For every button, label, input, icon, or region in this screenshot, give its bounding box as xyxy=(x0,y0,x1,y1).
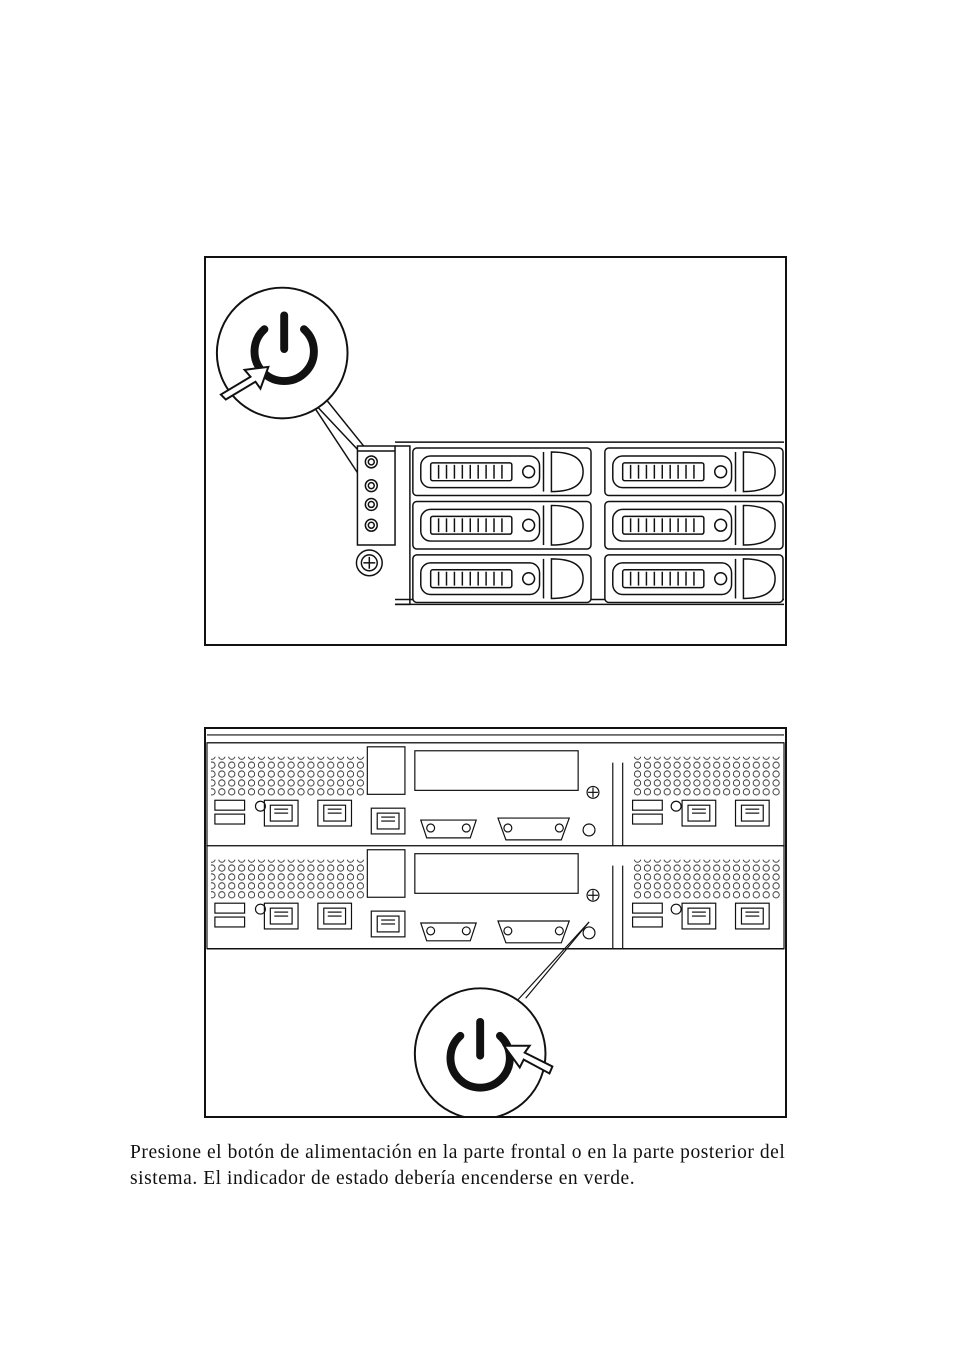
arrow-icon xyxy=(501,1044,554,1075)
rear-panel-illustration xyxy=(206,734,785,1116)
drive-bays xyxy=(412,447,592,497)
caption-line-1: Presione el botón de alimentación en la … xyxy=(130,1142,786,1163)
rear-panel-figure xyxy=(204,727,787,1118)
front-panel-illustration xyxy=(215,286,785,606)
caption-line-2: sistema. El indicador de estado debería … xyxy=(130,1168,636,1189)
front-power-callout xyxy=(215,286,349,420)
power-icon xyxy=(250,311,318,386)
front-control-panel xyxy=(355,445,411,606)
rear-node-lower xyxy=(207,846,784,949)
arrow-icon xyxy=(219,365,270,401)
rear-power-callout xyxy=(413,987,554,1116)
front-panel-figure xyxy=(204,256,787,646)
instruction-caption: Presione el botón de alimentación en la … xyxy=(130,1140,850,1192)
rear-node-upper xyxy=(207,743,784,846)
